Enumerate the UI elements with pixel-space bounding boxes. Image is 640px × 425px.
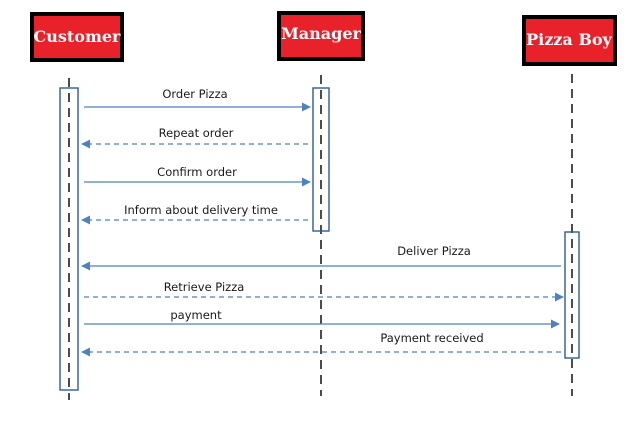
activation-manager	[312, 87, 330, 232]
message-retrieve-pizza: Retrieve Pizza	[84, 280, 564, 302]
message-order-pizza: Order Pizza	[84, 87, 311, 112]
message-label: Confirm order	[157, 165, 237, 179]
actor-customer: Customer	[30, 12, 124, 62]
actor-label-manager: Manager	[281, 24, 361, 43]
message-label: Payment received	[380, 331, 483, 345]
message-label: Repeat order	[159, 126, 234, 140]
actor-manager: Manager	[277, 11, 365, 61]
actor-box	[522, 15, 617, 66]
message-label: Retrieve Pizza	[164, 280, 245, 294]
actor-box	[30, 12, 124, 62]
message-inform-delivery-time: Inform about delivery time	[81, 203, 308, 225]
message-deliver-pizza: Deliver Pizza	[81, 244, 561, 271]
actor-label-pizzaboy: Pizza Boy	[526, 30, 612, 49]
message-payment-received: Payment received	[81, 331, 561, 357]
actor-pizzaboy: Pizza Boy	[522, 15, 617, 66]
message-repeat-order: Repeat order	[81, 126, 308, 149]
message-label: Order Pizza	[162, 87, 227, 101]
message-label: Deliver Pizza	[397, 244, 471, 258]
actor-box	[277, 11, 365, 61]
message-label: Inform about delivery time	[124, 203, 278, 217]
activation-customer	[59, 87, 79, 391]
message-payment: payment	[84, 308, 560, 329]
activation-pizzaboy	[564, 231, 580, 359]
actor-label-customer: Customer	[34, 27, 122, 46]
message-confirm-order: Confirm order	[84, 165, 311, 187]
message-label: payment	[170, 308, 222, 322]
